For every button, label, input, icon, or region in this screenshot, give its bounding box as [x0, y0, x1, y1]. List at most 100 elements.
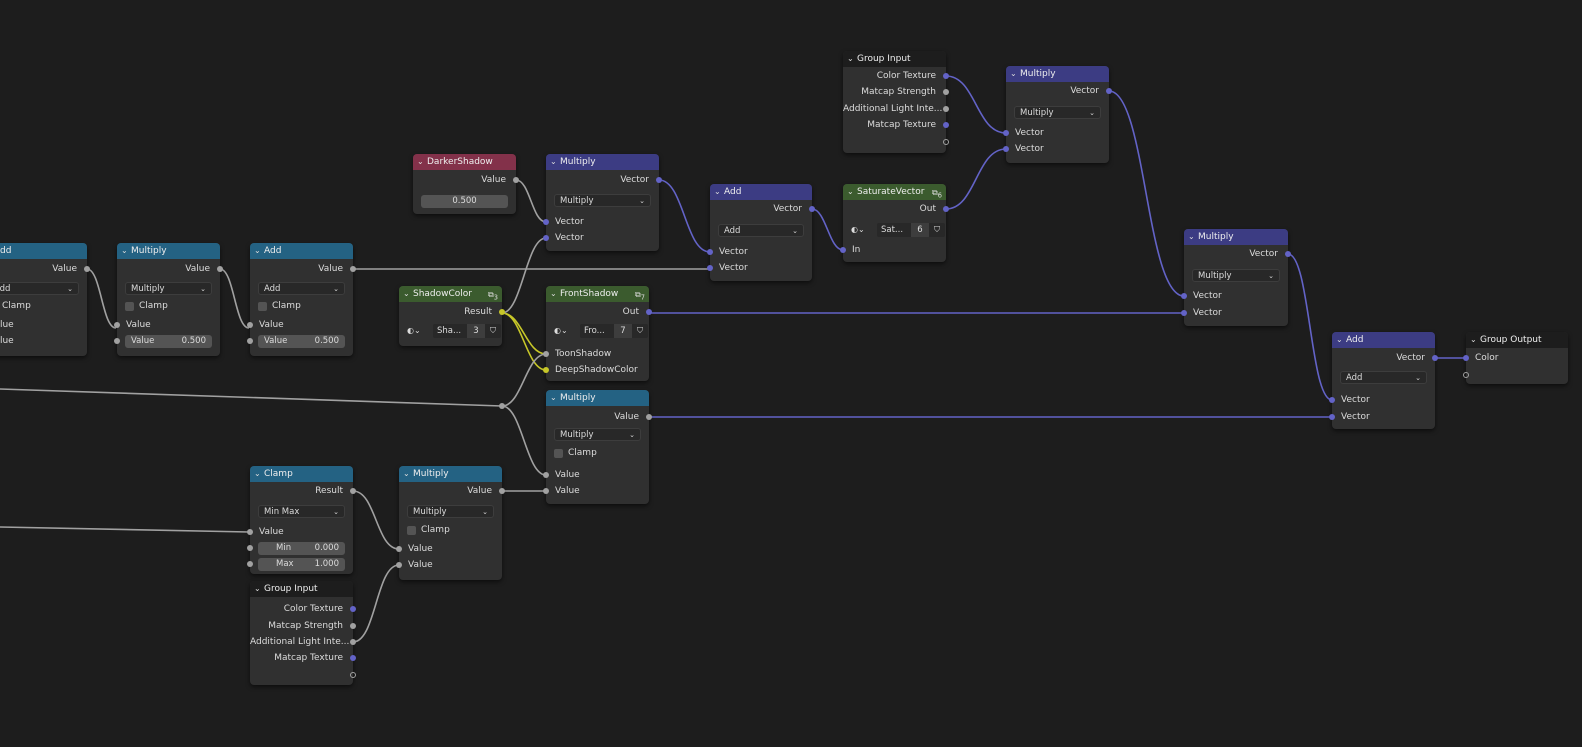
- group-input-node[interactable]: ⌄Group Input Color Texture Matcap Streng…: [843, 51, 949, 153]
- fake-user-shield-icon[interactable]: ⛉: [485, 324, 501, 338]
- operation-dropdown[interactable]: Multiply⌄: [554, 428, 641, 441]
- output-socket[interactable]: [646, 414, 652, 420]
- node-header[interactable]: ⌄FrontShadow⧉7: [546, 286, 649, 302]
- clamp-checkbox[interactable]: Clamp: [0, 300, 31, 313]
- chevron-down-icon[interactable]: ⌄: [847, 54, 854, 63]
- chevron-down-icon[interactable]: ⌄: [847, 187, 854, 196]
- input-socket[interactable]: [396, 546, 402, 552]
- output-socket[interactable]: [350, 606, 356, 612]
- output-socket[interactable]: [943, 106, 949, 112]
- fake-user-shield-icon[interactable]: ⛉: [929, 223, 945, 237]
- vector-multiply-node[interactable]: ⌄Multiply Vector Multiply⌄ Vector Vector: [1181, 229, 1291, 326]
- chevron-down-icon[interactable]: ⌄: [1010, 69, 1017, 78]
- node-header[interactable]: ⌄Multiply: [117, 243, 220, 259]
- input-socket[interactable]: [543, 472, 549, 478]
- chevron-down-icon[interactable]: ⌄: [1188, 232, 1195, 241]
- input-socket[interactable]: [543, 351, 549, 357]
- clamp-type-dropdown[interactable]: Min Max⌄: [258, 505, 345, 518]
- operation-dropdown[interactable]: Add⌄: [258, 282, 345, 295]
- clamp-checkbox[interactable]: Clamp: [554, 447, 597, 460]
- reroute-point[interactable]: [499, 403, 505, 409]
- input-socket[interactable]: [247, 561, 253, 567]
- group-output-node[interactable]: ⌄Group Output Color: [1463, 332, 1568, 384]
- chevron-down-icon[interactable]: ⌄: [550, 289, 557, 298]
- chevron-down-icon[interactable]: ⌄: [550, 157, 557, 166]
- node-header[interactable]: ⌄Multiply: [1184, 229, 1288, 245]
- fake-user-shield-icon[interactable]: ⛉: [632, 324, 648, 338]
- chevron-down-icon[interactable]: ⌄: [714, 187, 721, 196]
- input-socket[interactable]: [707, 265, 713, 271]
- output-socket[interactable]: [350, 655, 356, 661]
- empty-socket[interactable]: [943, 139, 949, 145]
- node-header[interactable]: ⌄ShadowColor⧉3: [399, 286, 502, 302]
- input-socket[interactable]: [1329, 414, 1335, 420]
- group-user-count[interactable]: 3: [467, 324, 485, 338]
- node-header[interactable]: ⌄Multiply: [1006, 66, 1109, 82]
- chevron-down-icon[interactable]: ⌄: [121, 246, 128, 255]
- node-header[interactable]: ⌄Add: [1332, 332, 1435, 348]
- output-socket[interactable]: [943, 73, 949, 79]
- output-socket[interactable]: [499, 488, 505, 494]
- node-group-icon[interactable]: ◐⌄: [851, 225, 865, 234]
- output-socket[interactable]: [350, 639, 356, 645]
- checkbox-icon[interactable]: [125, 302, 134, 311]
- input-socket[interactable]: [114, 322, 120, 328]
- node-header[interactable]: ⌄Add: [250, 243, 353, 259]
- input-socket[interactable]: [114, 338, 120, 344]
- output-socket[interactable]: [217, 266, 223, 272]
- node-group-selector[interactable]: ◐⌄Sha...3⛉: [407, 324, 501, 338]
- shadowcolor-group-node[interactable]: ⌄ShadowColor⧉3 Result ◐⌄Sha...3⛉: [399, 286, 505, 346]
- node-group-icon[interactable]: ◐⌄: [554, 326, 568, 335]
- input-socket[interactable]: [1003, 146, 1009, 152]
- input-socket[interactable]: [543, 235, 549, 241]
- output-socket[interactable]: [1285, 251, 1291, 257]
- node-header[interactable]: ⌄Group Input: [250, 581, 353, 597]
- checkbox-icon[interactable]: [554, 449, 563, 458]
- input-socket[interactable]: [247, 545, 253, 551]
- vector-multiply-node[interactable]: ⌄Multiply Vector Multiply⌄ Vector Vector: [1003, 66, 1112, 163]
- input-socket[interactable]: [1181, 310, 1187, 316]
- input-socket[interactable]: [1003, 130, 1009, 136]
- output-socket[interactable]: [809, 206, 815, 212]
- math-add-node[interactable]: ⌄Add Value Add⌄ Clamp Value Value: [0, 243, 90, 356]
- group-input-node[interactable]: ⌄Group Input Color Texture Matcap Streng…: [250, 581, 356, 685]
- chevron-down-icon[interactable]: ⌄: [403, 469, 410, 478]
- output-socket[interactable]: [499, 309, 505, 315]
- output-socket[interactable]: [656, 177, 662, 183]
- operation-dropdown[interactable]: Add⌄: [1340, 371, 1427, 384]
- clamp-checkbox[interactable]: Clamp: [125, 300, 168, 313]
- node-group-selector[interactable]: ◐⌄Sat...6⛉: [851, 223, 945, 237]
- math-multiply-node[interactable]: ⌄Multiply Value Multiply⌄ Clamp Value Va…: [543, 390, 652, 504]
- output-socket[interactable]: [350, 623, 356, 629]
- checkbox-icon[interactable]: [407, 526, 416, 535]
- chevron-down-icon[interactable]: ⌄: [254, 469, 261, 478]
- output-socket[interactable]: [84, 266, 90, 272]
- node-header[interactable]: ⌄Multiply: [546, 390, 649, 406]
- operation-dropdown[interactable]: Multiply⌄: [1192, 269, 1280, 282]
- chevron-down-icon[interactable]: ⌄: [403, 289, 410, 298]
- operation-dropdown[interactable]: Multiply⌄: [125, 282, 212, 295]
- vector-multiply-node[interactable]: ⌄Multiply Vector Multiply⌄ Vector Vector: [543, 154, 662, 251]
- input-socket[interactable]: [707, 249, 713, 255]
- operation-dropdown[interactable]: Add⌄: [718, 224, 804, 237]
- value-input-node[interactable]: ⌄DarkerShadow Value 0.500: [413, 154, 519, 214]
- input-socket[interactable]: [247, 529, 253, 535]
- node-group-selector[interactable]: ◐⌄Fro...7⛉: [554, 324, 648, 338]
- input-socket[interactable]: [1181, 293, 1187, 299]
- output-socket[interactable]: [943, 206, 949, 212]
- clamp-checkbox[interactable]: Clamp: [407, 524, 450, 537]
- chevron-down-icon[interactable]: ⌄: [550, 393, 557, 402]
- node-header[interactable]: ⌄Add: [0, 243, 87, 259]
- input-socket[interactable]: [543, 488, 549, 494]
- output-socket[interactable]: [350, 488, 356, 494]
- clamp-checkbox[interactable]: Clamp: [258, 300, 301, 313]
- operation-dropdown[interactable]: Multiply⌄: [554, 194, 651, 207]
- group-name-field[interactable]: Fro...: [580, 324, 614, 338]
- operation-dropdown[interactable]: Add⌄: [0, 282, 79, 295]
- input-socket[interactable]: [543, 219, 549, 225]
- vector-add-node[interactable]: ⌄Add Vector Add⌄ Vector Vector: [1329, 332, 1438, 429]
